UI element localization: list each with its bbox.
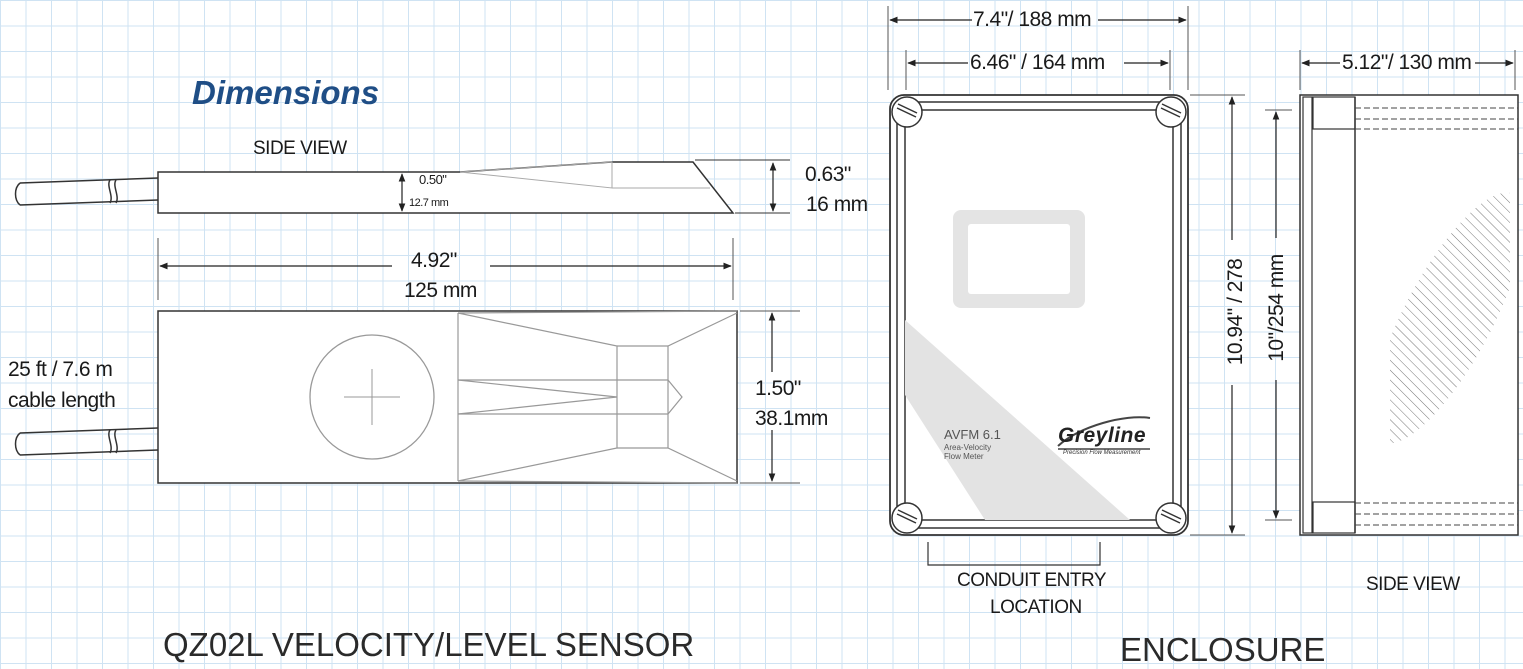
greyline-logo-swoosh xyxy=(1057,416,1151,447)
enclosure-side-view xyxy=(1299,50,1519,536)
page-title: Dimensions xyxy=(192,74,380,111)
enclosure-inner-width: 6.46" / 164 mm xyxy=(970,51,1105,74)
sensor-length-in: 4.92" xyxy=(411,249,457,272)
enclosure-caption: ENCLOSURE xyxy=(1120,631,1326,668)
lid-graphic-stripe xyxy=(905,320,1130,520)
model-desc-line-1: Area-Velocity xyxy=(944,443,992,452)
sensor-height-mm: 16 mm xyxy=(806,193,868,216)
cable-length-value: 25 ft / 7.6 m xyxy=(8,358,113,381)
enclosure-outer-height: 10.94" / 278 xyxy=(1224,258,1247,366)
greyline-tagline: Precision Flow Measurement xyxy=(1063,450,1141,456)
enclosure-depth: 5.12"/ 130 mm xyxy=(1342,51,1472,74)
cable-top xyxy=(14,177,159,206)
sensor-top-body xyxy=(157,310,738,484)
sensor-top-view xyxy=(14,310,800,484)
sensor-caption: QZ02L VELOCITY/LEVEL SENSOR xyxy=(163,626,695,663)
model-desc-line-2: Flow Meter xyxy=(944,452,984,461)
conduit-bracket xyxy=(927,542,1101,566)
sensor-height-in: 0.63" xyxy=(805,163,851,186)
sensor-width-in: 1.50" xyxy=(755,377,801,400)
enclosure-inner-height: 10"/254 mm xyxy=(1265,254,1288,362)
conduit-location-label: LOCATION xyxy=(990,597,1082,618)
length-dimension xyxy=(157,238,734,300)
enclosure-front xyxy=(887,6,1292,566)
sensor-thickness-mm: 12.7 mm xyxy=(409,197,449,209)
cable-bottom xyxy=(14,427,159,456)
cable-length-label: cable length xyxy=(8,389,116,412)
sensor-side-view-label: SIDE VIEW xyxy=(253,138,347,159)
sensor-width-mm: 38.1mm xyxy=(755,407,828,430)
sensor-thickness-in: 0.50" xyxy=(419,172,447,187)
model-name: AVFM 6.1 xyxy=(944,427,1001,442)
sensor-length-mm: 125 mm xyxy=(404,279,477,302)
sensor-side-view xyxy=(14,159,790,214)
sensor-wedge xyxy=(457,310,738,484)
greyline-logo: Greyline xyxy=(1058,424,1147,447)
enclosure-side-view-label: SIDE VIEW xyxy=(1366,574,1460,595)
enclosure-outer-width: 7.4"/ 188 mm xyxy=(973,8,1092,31)
conduit-entry-label: CONDUIT ENTRY xyxy=(957,570,1107,591)
sensor-port-circle xyxy=(309,334,435,460)
